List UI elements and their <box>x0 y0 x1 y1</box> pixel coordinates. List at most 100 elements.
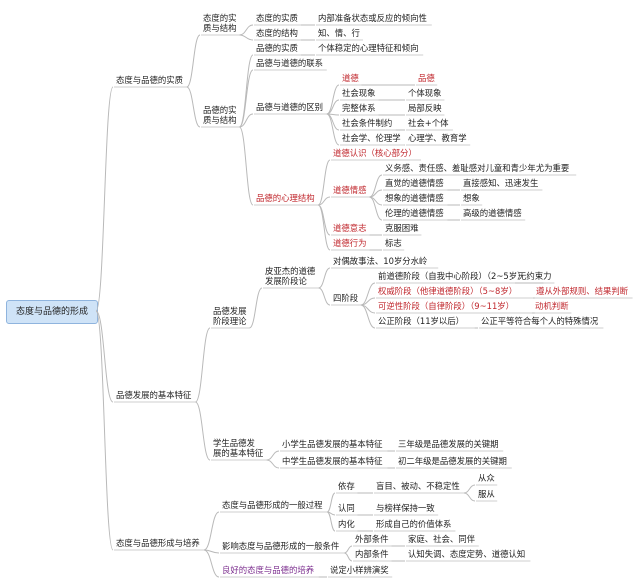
node-2-0-0-0-0: 从众 <box>478 473 495 483</box>
node-label: 皮亚杰的道德 <box>265 266 316 276</box>
connector-0-0-1 <box>239 34 254 41</box>
node-1: 品德发展的基本特征 <box>116 390 191 400</box>
node-label: 个体稳定的心理特征和倾向 <box>318 43 419 53</box>
node-0-1-3-0: 道德认识（核心部分） <box>333 148 417 158</box>
node-1-0: 品德发展阶段理论 <box>213 306 247 326</box>
node-label: 想象的道德情感 <box>385 193 444 203</box>
node-0-1-2-2: 完整体系 <box>342 103 376 113</box>
node-2-0-1: 认同 <box>338 503 355 513</box>
node-label: 前道德阶段（自我中心阶段）（2~5岁） <box>378 271 526 281</box>
node-label: 认同 <box>338 503 355 513</box>
node-1-0-0-1-3: 公正阶段（11岁以后） <box>378 316 464 326</box>
node-label: 质与结构 <box>203 115 237 125</box>
connector-1-0-0-1-3 <box>360 304 376 329</box>
node-1-1-1-0: 初二年级是品德发展的关键期 <box>398 456 507 466</box>
node-2-1-1: 内部条件 <box>355 549 389 559</box>
connector-0-0-0 <box>239 24 254 36</box>
node-0-1-2-3: 社会条件制约 <box>342 118 392 128</box>
connector-2-1-0 <box>344 545 353 554</box>
node-0-1-3-1-2: 想象的道德情感 <box>385 193 444 203</box>
node-label: 发展阶段论 <box>265 276 307 286</box>
node-0-1-3-1-0: 义务感、责任感、羞耻感对儿童和青少年尤为重要 <box>385 163 569 173</box>
connector-2-2 <box>203 549 220 578</box>
connector-2-1-1 <box>344 552 353 562</box>
node-0-1-2-0: 道德 <box>342 73 359 83</box>
node-0-1-3-2-0: 克服困难 <box>385 223 419 233</box>
node-label: 态度与品德的实质 <box>116 75 183 85</box>
node-label: 直接感知、迅速发生 <box>463 178 539 188</box>
node-0-0: 态度的实质与结构 <box>203 13 237 33</box>
node-label: 品德的实 <box>203 105 237 115</box>
node-label: 道德认识（核心部分） <box>333 148 417 158</box>
node-0-1-3-1-2-0: 想象 <box>463 193 480 203</box>
node-0-1-3-2: 道德意志 <box>333 223 367 233</box>
node-label: 内化 <box>338 519 355 529</box>
node-label: 高级的道德情感 <box>463 208 522 218</box>
node-0-1-3-1-3-0: 高级的道德情感 <box>463 208 522 218</box>
connector-0-0 <box>186 34 201 88</box>
node-label: 局部反映 <box>408 103 442 113</box>
node-label: 小学生品德发展的基本特征 <box>282 439 383 449</box>
node-label: 社会+个体 <box>408 118 449 128</box>
node-0-1-3-3: 道德行为 <box>333 238 367 248</box>
node-0-1-2-4-0: 心理学、教育学 <box>408 133 467 143</box>
node-label: 品德的心理结构 <box>256 193 315 203</box>
node-label: 认知失调、态度定势、道德认知 <box>408 549 526 559</box>
node-label: 品德发展的基本特征 <box>116 390 192 400</box>
node-label: 公正阶段（11岁以后） <box>378 316 465 326</box>
node-label: 社会现象 <box>342 88 376 98</box>
connector-0 <box>95 86 114 312</box>
node-0-0-1: 态度的结构 <box>256 28 298 38</box>
connector-0-1-3-3 <box>317 204 331 251</box>
node-2-0-0-0-1: 服从 <box>478 489 495 499</box>
node-label: 完整体系 <box>342 103 376 113</box>
node-label: 依存 <box>338 481 355 491</box>
node-label: 可逆性阶段（自律阶段）（9~11岁） <box>378 301 515 311</box>
node-label: 态度与品德形成与培养 <box>116 538 200 548</box>
node-label: 品德发展 <box>213 306 247 316</box>
node-1-0-0-1: 四阶段 <box>333 293 358 303</box>
node-label: 社会学、伦理学 <box>342 133 401 143</box>
node-1-0-0-0: 对偶故事法、10岁分水岭 <box>333 256 427 266</box>
node-label: 知、情、行 <box>318 28 360 38</box>
connector-0-1-2 <box>239 113 254 128</box>
connector-2 <box>95 310 114 551</box>
node-label: 无约束力 <box>518 271 552 281</box>
node-label: 直觉的道德情感 <box>385 178 444 188</box>
node-2-0-2-0: 形成自己的价值体系 <box>376 519 451 529</box>
connector-0-1-3-0 <box>317 159 331 206</box>
node-2-0-0-0: 盲目、被动、不稳定性 <box>376 481 460 491</box>
connector-1-0 <box>194 327 211 403</box>
node-1-0-0-1-3-0: 公正平等符合每个人的特殊情况 <box>481 316 598 326</box>
node-0-0-0-0: 内部准备状态或反应的倾向性 <box>318 13 427 23</box>
node-label: 三年级是品德发展的关键期 <box>398 439 499 449</box>
node-0-1-2-2-0: 局部反映 <box>408 103 442 113</box>
connector-0-1-2-0 <box>326 84 340 115</box>
node-0-1-0-0: 个体稳定的心理特征和倾向 <box>318 43 419 53</box>
root-node: 态度与品德的形成 <box>6 300 98 324</box>
node-0-1: 品德的实质与结构 <box>203 105 237 125</box>
connector-1-0-0 <box>248 287 263 329</box>
node-1-0-0-1-0: 前道德阶段（自我中心阶段）（2~5岁） <box>378 271 525 281</box>
node-0: 态度与品德的实质 <box>116 75 183 85</box>
node-label: 道德情感 <box>333 185 367 195</box>
node-label: 品德的实质 <box>256 43 298 53</box>
connector-1 <box>95 310 114 403</box>
node-label: 展的基本特征 <box>213 448 264 458</box>
node-label: 质与结构 <box>203 23 237 33</box>
node-0-1-3-1: 道德情感 <box>333 185 367 195</box>
node-1-1: 学生品德发展的基本特征 <box>213 438 263 458</box>
node-label: 家庭、社会、同伴 <box>408 534 475 544</box>
node-2-0-2: 内化 <box>338 519 355 529</box>
node-0-1-2-1-0: 个体现象 <box>408 88 442 98</box>
node-0-1-3-1-1-0: 直接感知、迅速发生 <box>463 178 538 188</box>
node-1-0-0-1-2: 可逆性阶段（自律阶段）（9~11岁） <box>378 301 514 311</box>
node-label: 阶段理论 <box>213 316 247 326</box>
node-label: 中学生品德发展的基本特征 <box>282 456 383 466</box>
node-label: 社会条件制约 <box>342 118 393 128</box>
node-0-1-2-4: 社会学、伦理学 <box>342 133 401 143</box>
node-2-1: 影响态度与品德形成的一般条件 <box>222 541 339 551</box>
node-2-0-0: 依存 <box>338 481 355 491</box>
node-label: 态度与品德形成的一般过程 <box>222 500 323 510</box>
